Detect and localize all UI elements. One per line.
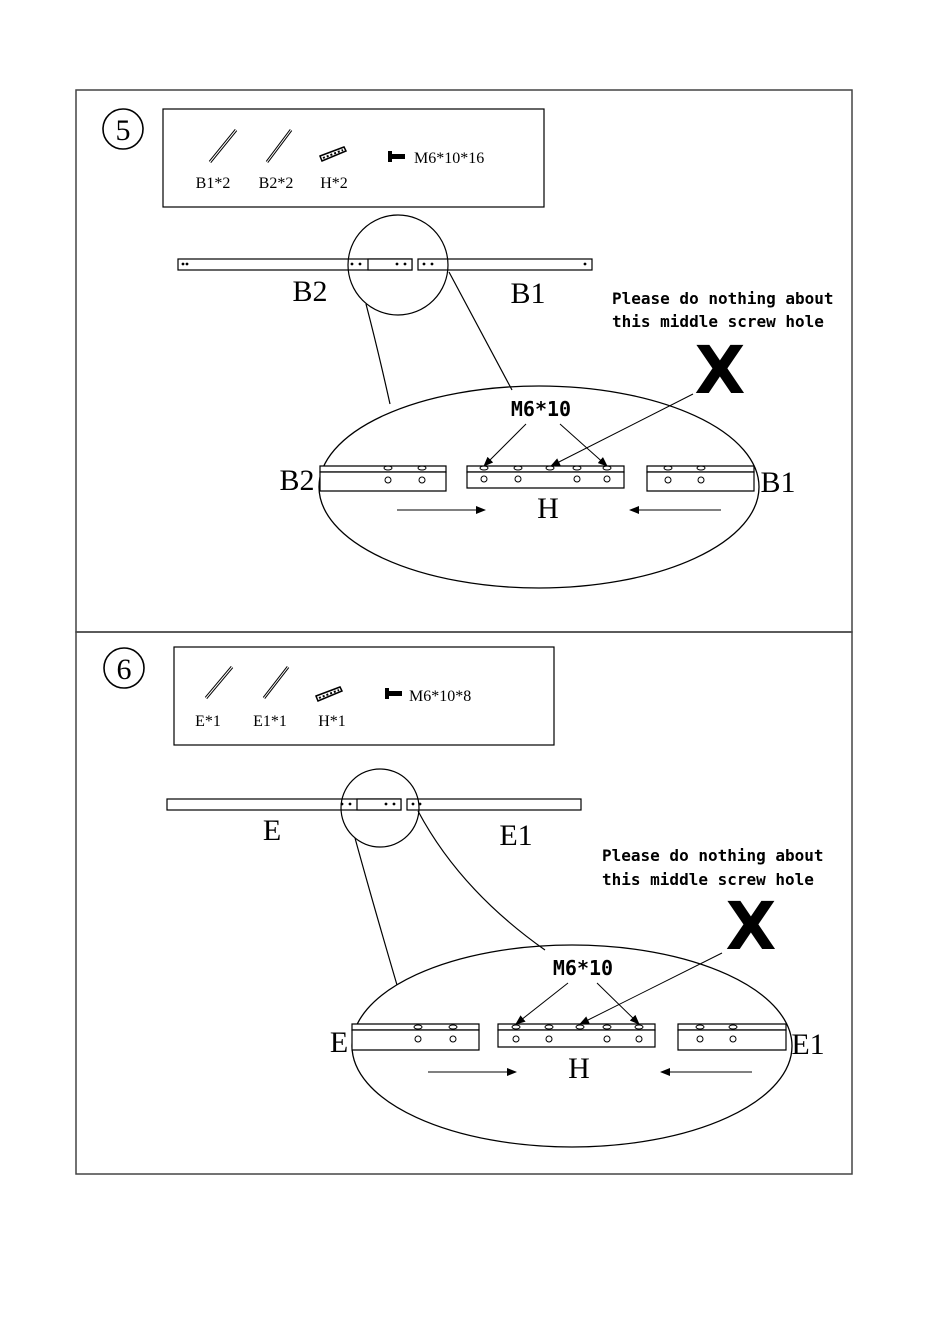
rod-b1-icon — [210, 130, 236, 162]
detail-label-center: H — [568, 1052, 590, 1085]
note-line: this middle screw hole — [612, 312, 824, 331]
detail-bracket-h — [498, 1024, 655, 1047]
detail-bar-right — [647, 466, 754, 491]
bar-label-right: B1 — [510, 277, 545, 310]
detail-bar-right — [678, 1024, 786, 1050]
detail-bar-left — [352, 1024, 479, 1050]
step6-number: 6 — [117, 653, 132, 686]
part-label: B1*2 — [196, 175, 231, 192]
bracket-h-icon — [320, 147, 346, 161]
x-mark: X — [726, 888, 777, 965]
screw-callout: M6*10 — [553, 956, 613, 980]
overview-bars — [178, 259, 592, 270]
step5-parts-box — [163, 109, 544, 207]
step5-number: 5 — [116, 114, 131, 147]
bar-label-left: E — [263, 814, 281, 847]
zoom-line — [449, 272, 512, 390]
zoom-line — [355, 838, 397, 985]
bracket-h-icon — [316, 687, 342, 701]
part-label: H*2 — [320, 175, 348, 192]
part-label: B2*2 — [259, 175, 294, 192]
step5: 5 B1*2 B2*2 H*2 M6*10*16 — [103, 109, 834, 588]
detail-label-right: E1 — [791, 1028, 824, 1061]
screw-callout: M6*10 — [511, 397, 571, 421]
screw-spec: M6*10*8 — [409, 688, 471, 705]
note-line: Please do nothing about — [612, 289, 834, 308]
screw-spec: M6*10*16 — [414, 150, 484, 167]
rod-b2-icon — [267, 130, 291, 162]
note-line: Please do nothing about — [602, 846, 824, 865]
step6-parts-box — [174, 647, 554, 745]
note-line: this middle screw hole — [602, 870, 814, 889]
part-label: E1*1 — [253, 713, 287, 730]
detail-label-center: H — [537, 492, 559, 525]
detail-label-right: B1 — [760, 466, 795, 499]
rod-e1-icon — [264, 667, 288, 698]
detail-bar-left — [320, 466, 446, 491]
overview-bars — [167, 799, 581, 810]
step6: 6 E*1 E1*1 H*1 M6*10*8 E — [104, 647, 825, 1147]
zoom-line — [366, 304, 390, 404]
rod-e-icon — [206, 667, 232, 698]
detail-bracket-h — [467, 466, 624, 488]
screw-icon — [388, 151, 405, 162]
screw-icon — [385, 688, 402, 699]
x-mark: X — [695, 332, 746, 409]
detail-label-left: E — [330, 1026, 348, 1059]
bar-label-right: E1 — [499, 819, 532, 852]
detail-label-left: B2 — [279, 464, 314, 497]
bar-label-left: B2 — [292, 275, 327, 308]
part-label: H*1 — [318, 713, 346, 730]
part-label: E*1 — [195, 713, 221, 730]
